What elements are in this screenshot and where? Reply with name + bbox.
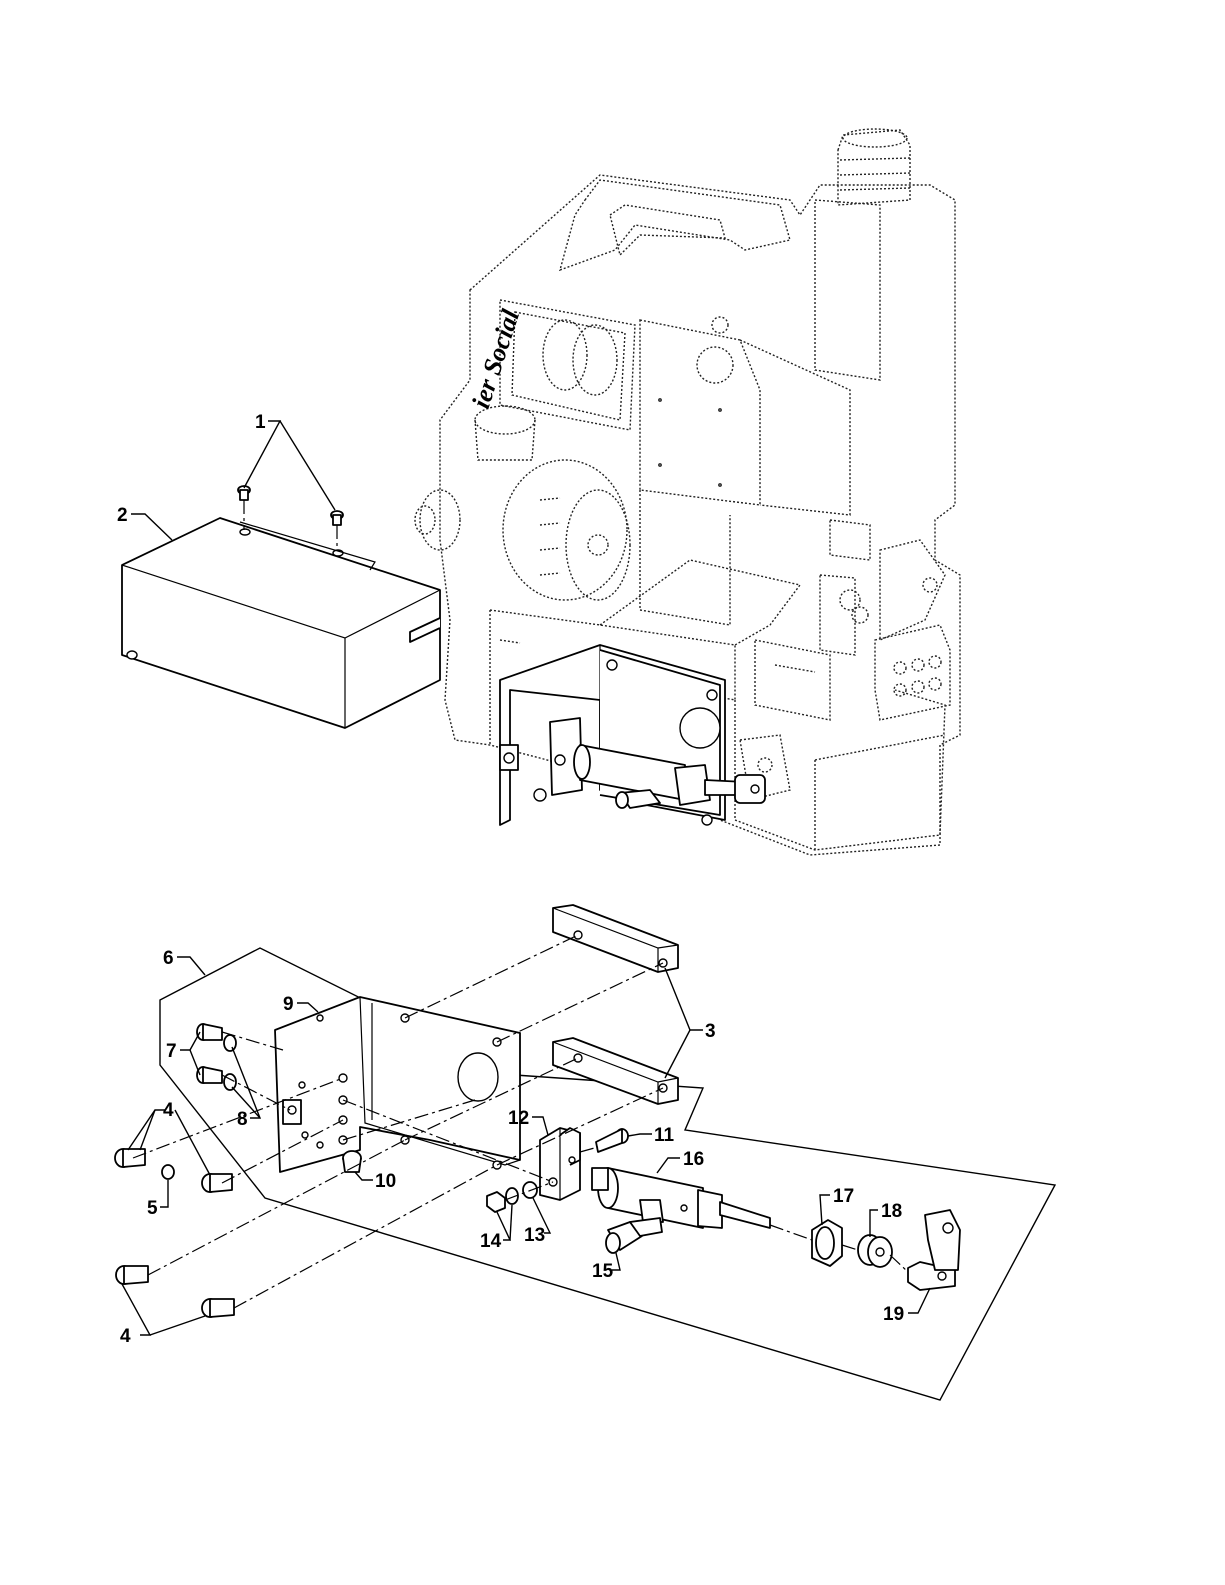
nuts-part-14: [487, 1188, 518, 1212]
washer-part-8-upper: [224, 1035, 236, 1051]
handwheel: [503, 460, 630, 600]
set-screw-part-5: [162, 1165, 174, 1179]
grommet-part-10: [343, 1151, 361, 1172]
rod-clevis-part-19: [908, 1210, 960, 1290]
cap-screw-part-4-d: [202, 1299, 234, 1317]
clevis-bracket-part-12: [540, 1128, 580, 1200]
oil-reservoir: [815, 129, 910, 380]
callout-5: 5: [147, 1198, 158, 1219]
callout-1: 1: [255, 412, 266, 433]
elbow-fitting-part-15: [606, 1218, 662, 1253]
air-cylinder-part-16: [592, 1168, 770, 1228]
callout-8: 8: [237, 1109, 248, 1130]
callout-13: 13: [524, 1225, 545, 1246]
cover-part-2: [122, 518, 440, 728]
callout-7: 7: [166, 1041, 177, 1062]
screw-part-1-right: [331, 511, 343, 550]
shoulder-bolt-part-11: [596, 1129, 628, 1152]
callout-4-lower: 4: [120, 1326, 131, 1347]
callout-11: 11: [654, 1125, 675, 1146]
callout-15: 15: [592, 1261, 614, 1282]
spacer-bar-part-3-lower: [553, 1038, 678, 1104]
callout-18: 18: [881, 1201, 902, 1222]
callout-14: 14: [480, 1231, 502, 1252]
callout-16: 16: [683, 1149, 704, 1170]
callout-2: 2: [117, 505, 128, 526]
callout-3: 3: [705, 1021, 716, 1042]
mounting-plate-part-9: [275, 997, 520, 1172]
callout-6: 6: [163, 948, 174, 969]
installed-bracket-assembly: [500, 645, 765, 825]
cap-screw-part-4-a: [115, 1149, 145, 1167]
hex-nut-part-17: [812, 1220, 842, 1266]
cap-screw-part-4-c: [116, 1266, 148, 1284]
callout-12: 12: [508, 1108, 529, 1129]
callout-17: 17: [833, 1186, 854, 1207]
jam-nut-part-18: [858, 1235, 892, 1267]
cap-screw-part-4-b: [202, 1174, 232, 1192]
callout-10: 10: [375, 1171, 396, 1192]
callout-19: 19: [883, 1304, 904, 1325]
callout-4-upper: 4: [163, 1100, 174, 1121]
callout-9: 9: [283, 994, 294, 1015]
shoulder-screw-part-7-lower: [197, 1067, 222, 1083]
shoulder-screw-part-7-upper: [197, 1024, 222, 1040]
